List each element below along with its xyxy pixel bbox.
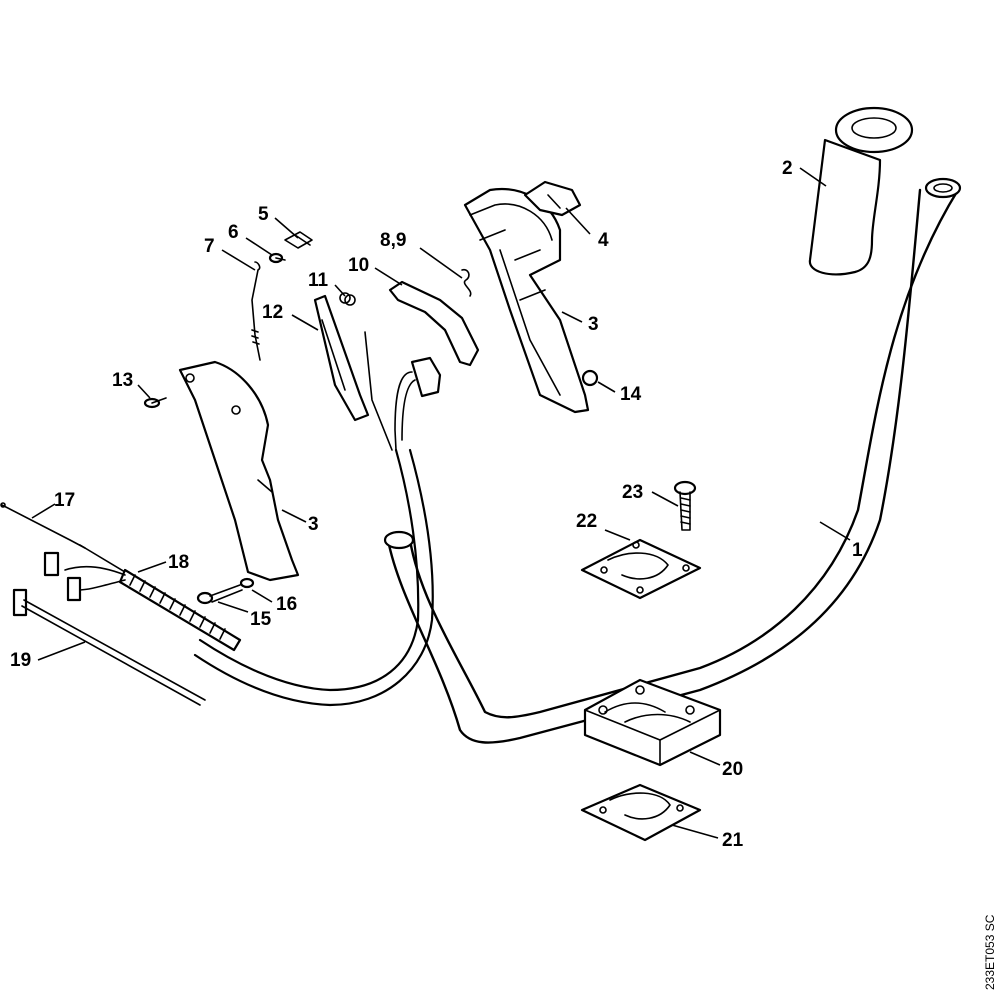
lever-part-4	[523, 180, 582, 217]
callout-3-left: 3	[308, 514, 319, 535]
torsion-spring-part-11	[339, 292, 356, 306]
callout-5: 5	[258, 204, 269, 225]
callout-2: 2	[782, 158, 793, 179]
callout-11: 11	[308, 270, 329, 291]
grip-part	[808, 106, 914, 276]
callout-13: 13	[112, 370, 133, 391]
interlock-lever-part-12	[313, 294, 370, 422]
handle-housing-right	[463, 187, 590, 414]
callout-21: 21	[722, 830, 744, 851]
callout-18: 18	[168, 552, 189, 573]
callout-3-right: 3	[588, 314, 599, 335]
screw-part-13	[143, 397, 167, 409]
callout-10: 10	[348, 255, 369, 276]
handlebar-tube	[383, 177, 962, 744]
drawing-code: 233ET053 SC	[983, 914, 997, 990]
callout-7: 7	[204, 236, 215, 257]
callout-6: 6	[228, 222, 239, 243]
clamp-block-part-20	[583, 678, 722, 767]
washer-part-16	[239, 577, 255, 589]
callout-14: 14	[620, 384, 642, 405]
callout-19: 19	[10, 650, 31, 671]
handle-housing-left	[178, 360, 300, 582]
stop-switch-wiring	[364, 331, 442, 451]
screw-part-6	[268, 252, 286, 264]
callout-20: 20	[722, 759, 743, 780]
callout-labels: 1 2 3 3 4 5 6 7 8,9 10 11 12 13 14 15 16…	[10, 158, 863, 851]
screw-part-23	[673, 480, 697, 531]
callout-15: 15	[250, 609, 272, 630]
callout-22: 22	[576, 511, 597, 532]
callout-23: 23	[622, 482, 643, 503]
callout-8-9: 8,9	[380, 230, 406, 251]
callout-1: 1	[852, 540, 863, 561]
throttle-trigger-part-10	[388, 280, 480, 367]
spring-cable-part-18	[43, 544, 242, 652]
cable-tie-part-19	[12, 588, 206, 706]
spring-rod-part-7	[251, 261, 261, 361]
bowden-conduit	[193, 448, 434, 707]
spring-part-5	[284, 231, 313, 249]
clamp-plate-part-21	[580, 783, 702, 842]
nut-part-14	[581, 369, 599, 387]
callout-17: 17	[54, 490, 75, 511]
callout-4: 4	[598, 230, 609, 251]
clamp-plate-part-22	[580, 538, 702, 600]
callout-16: 16	[276, 594, 297, 615]
leader-lines	[31, 167, 851, 839]
bolt-part-15	[196, 584, 243, 605]
callout-12: 12	[262, 302, 283, 323]
spring-pin-part-8-9	[461, 268, 472, 297]
